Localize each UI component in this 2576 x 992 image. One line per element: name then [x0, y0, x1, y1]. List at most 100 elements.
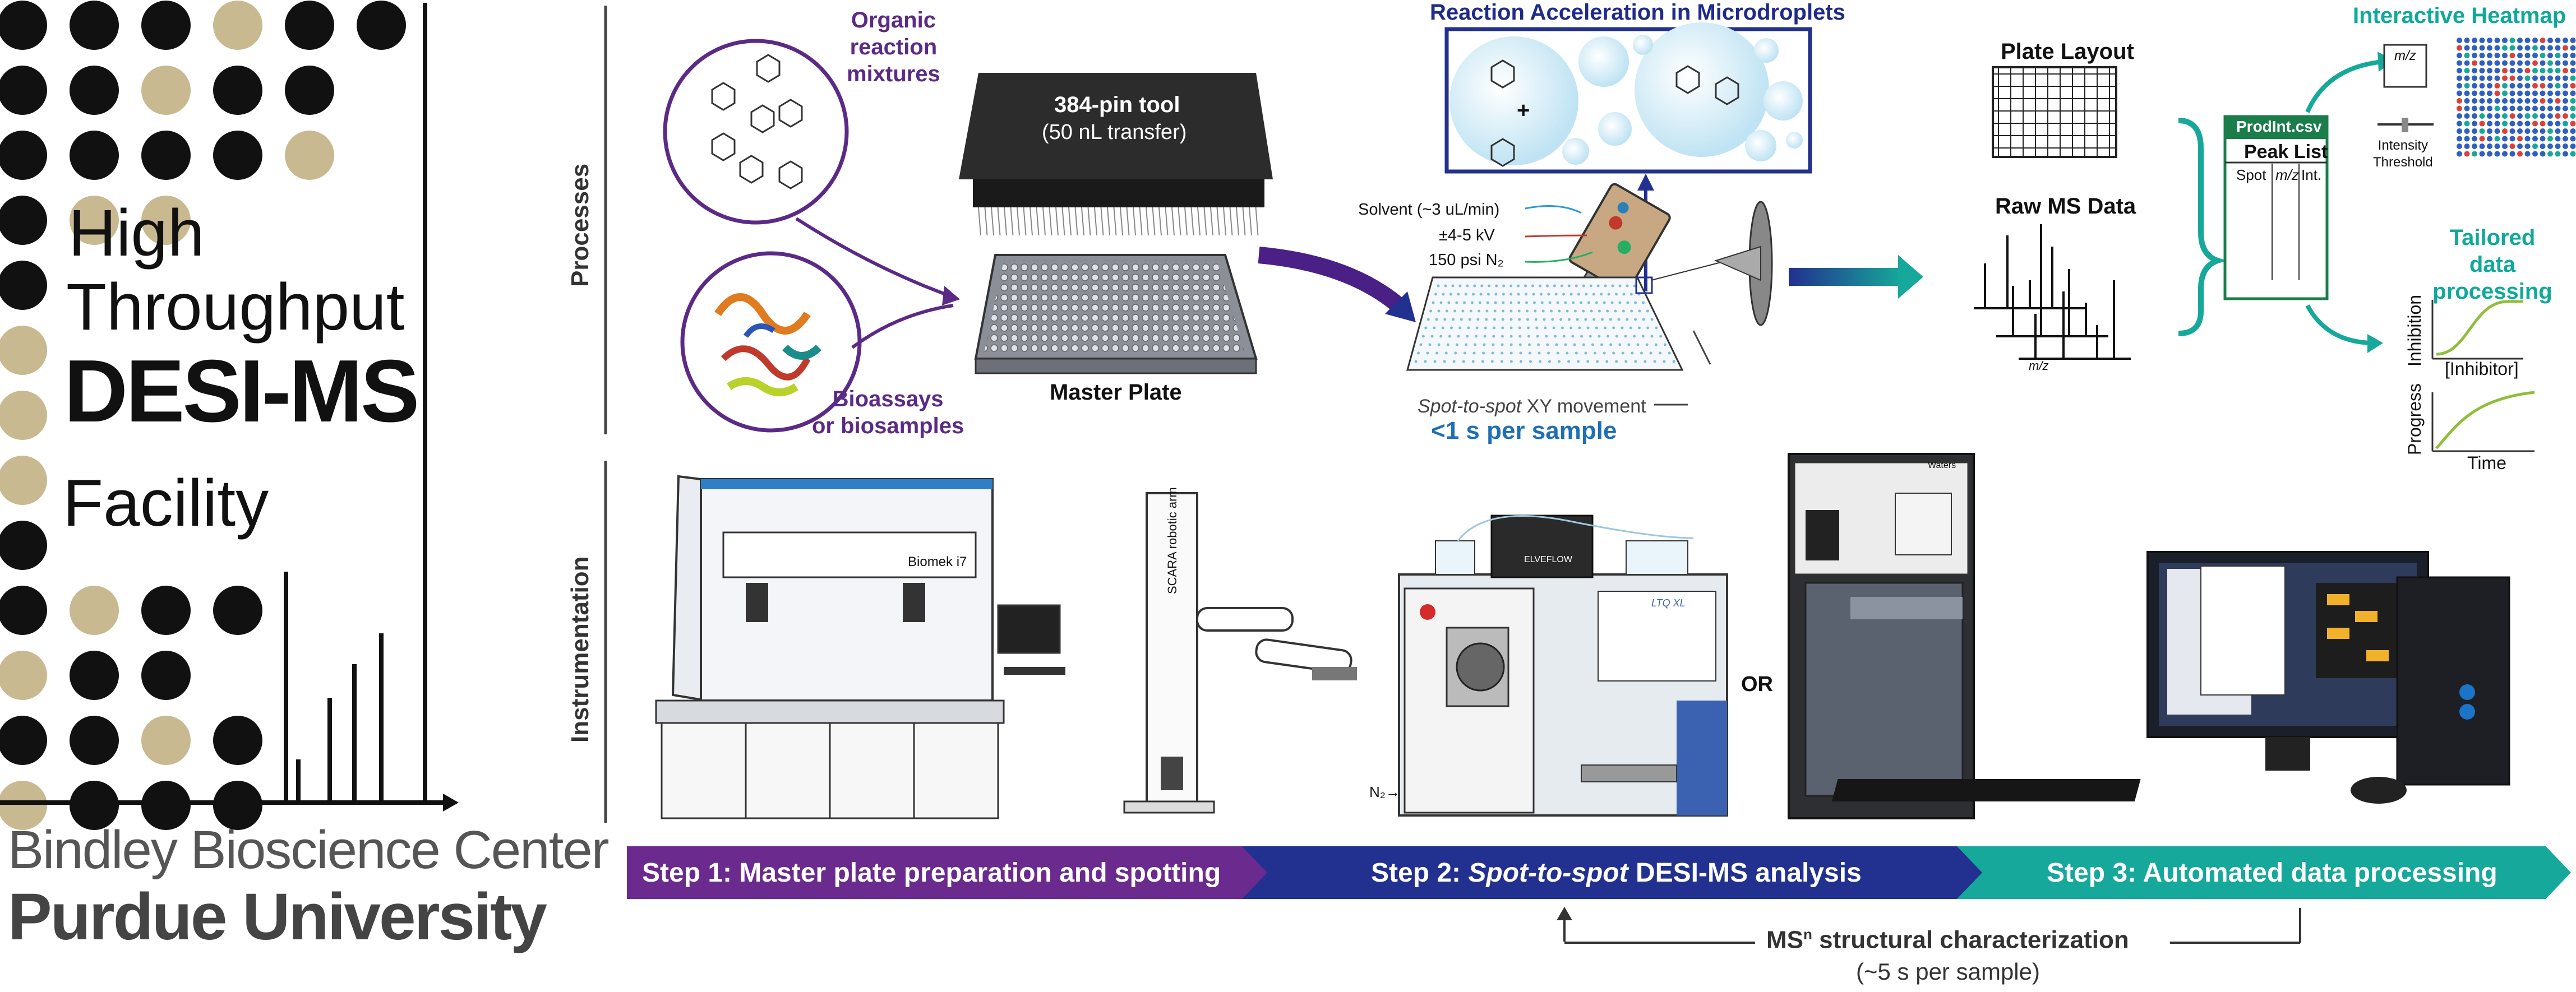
- pin-tool-pins: [978, 207, 1259, 236]
- slide-spot: [1617, 318, 1621, 321]
- heatmap-cell: [2517, 98, 2523, 104]
- slide-spot: [1457, 293, 1460, 296]
- slide-spot: [1572, 301, 1575, 304]
- slide-spot: [1589, 335, 1592, 338]
- logo-dot: [70, 1, 119, 50]
- heatmap-cell: [2540, 105, 2546, 112]
- heatmap-title: Interactive Heatmap: [2353, 3, 2566, 28]
- slide-spot: [1458, 326, 1462, 330]
- heatmap-cell: [2472, 113, 2477, 119]
- organic-label-line: reaction: [850, 35, 938, 59]
- heatmap-cell: [2555, 151, 2561, 157]
- slide-spot: [1556, 301, 1559, 304]
- slide-spot: [1518, 335, 1522, 338]
- slide-spot: [1435, 351, 1439, 355]
- heatmap-cell: [2479, 143, 2485, 149]
- heatmap-cell: [2555, 45, 2561, 51]
- slide-spot: [1518, 343, 1522, 346]
- heatmap-cell: [2524, 38, 2531, 43]
- slide-spot: [1633, 335, 1636, 338]
- slide-spot: [1509, 309, 1513, 313]
- heatmap-cell: [2464, 90, 2470, 96]
- pin: [1081, 207, 1084, 236]
- heatmap-cell: [2524, 83, 2531, 89]
- pin: [1068, 207, 1072, 236]
- heatmap-cell: [2464, 68, 2470, 73]
- heatmap-cell: [2457, 75, 2462, 81]
- slide-spot: [1462, 360, 1465, 363]
- slide-spot: [1437, 284, 1440, 288]
- slide-spot: [1634, 301, 1637, 304]
- pin: [1004, 207, 1007, 236]
- pin-tool-body: [959, 73, 1273, 179]
- plate-layout-label: Plate Layout: [2001, 39, 2134, 64]
- slide-spot: [1502, 309, 1505, 313]
- heatmap-cell: [2502, 60, 2508, 66]
- slide-spot: [1531, 284, 1535, 288]
- slide-spot: [1646, 309, 1649, 313]
- slide-spot: [1641, 335, 1645, 338]
- pin: [1120, 207, 1123, 236]
- heatmap-cell: [2472, 90, 2477, 96]
- heatmap-cell: [2472, 128, 2477, 134]
- slide-spot: [1645, 343, 1649, 346]
- heatmap-cell: [2479, 151, 2485, 157]
- pin: [1190, 207, 1194, 236]
- arrow-plate-to-desi: [1258, 247, 1407, 315]
- slide-spot: [1538, 351, 1541, 355]
- pin: [1152, 207, 1156, 236]
- slide-spot: [1596, 284, 1600, 288]
- pin: [1203, 207, 1207, 236]
- slide-spot: [1630, 309, 1633, 313]
- slide-spot: [1472, 351, 1476, 355]
- pin: [1223, 207, 1226, 236]
- slide-spot: [1577, 293, 1580, 296]
- slide-spot: [1426, 351, 1429, 355]
- heatmap-cell: [2540, 143, 2546, 149]
- slide-spot: [1600, 343, 1604, 346]
- protein-sketch: [714, 293, 821, 396]
- slide-spot: [1618, 284, 1622, 288]
- slide-spot: [1437, 343, 1441, 346]
- heatmap-cell: [2457, 68, 2462, 73]
- pin: [1216, 207, 1220, 236]
- slide-spot: [1474, 343, 1477, 346]
- time-axis: Time: [2467, 453, 2506, 473]
- heatmap-cell: [2524, 128, 2531, 134]
- slide-spot: [1476, 318, 1480, 321]
- slide-spot: [1465, 343, 1468, 346]
- heatmap-cell: [2457, 38, 2462, 43]
- slide-spot: [1622, 309, 1625, 313]
- heatmap-cell: [2487, 68, 2492, 73]
- heatmap-cell: [2472, 136, 2477, 142]
- slide-spot: [1414, 360, 1418, 363]
- organic-label-line: Organic: [851, 8, 936, 33]
- heatmap-cell: [2570, 90, 2576, 96]
- slide-spot: [1458, 284, 1462, 288]
- slide-spot: [1576, 318, 1579, 321]
- slide-spot: [1611, 284, 1614, 288]
- slide-spot: [1483, 343, 1486, 346]
- heatmap-cell: [2540, 98, 2546, 104]
- slide-spot: [1582, 284, 1585, 288]
- progress-plot: [2431, 391, 2535, 452]
- slide-spot: [1554, 293, 1558, 296]
- heatmap-cell: [2502, 113, 2508, 119]
- heatmap-cell: [2547, 113, 2553, 119]
- logo-dot: [0, 1, 47, 50]
- slide-spot: [1509, 326, 1513, 330]
- heatmap-cell: [2472, 98, 2477, 104]
- slide-spot: [1604, 284, 1607, 288]
- heatmap-cell: [2502, 143, 2508, 149]
- slide-spot: [1659, 351, 1662, 355]
- slide-spot: [1605, 360, 1609, 363]
- slide-spot: [1501, 343, 1504, 346]
- bio-label-line: Bioassays: [832, 387, 944, 411]
- slide-spot: [1607, 293, 1610, 296]
- heatmap-cell: [2502, 128, 2508, 134]
- slide-spot: [1526, 318, 1530, 321]
- slide-spot: [1527, 343, 1531, 346]
- slide-spot: [1615, 335, 1618, 338]
- slide-spot: [1663, 360, 1666, 363]
- logo-dot: [0, 586, 47, 635]
